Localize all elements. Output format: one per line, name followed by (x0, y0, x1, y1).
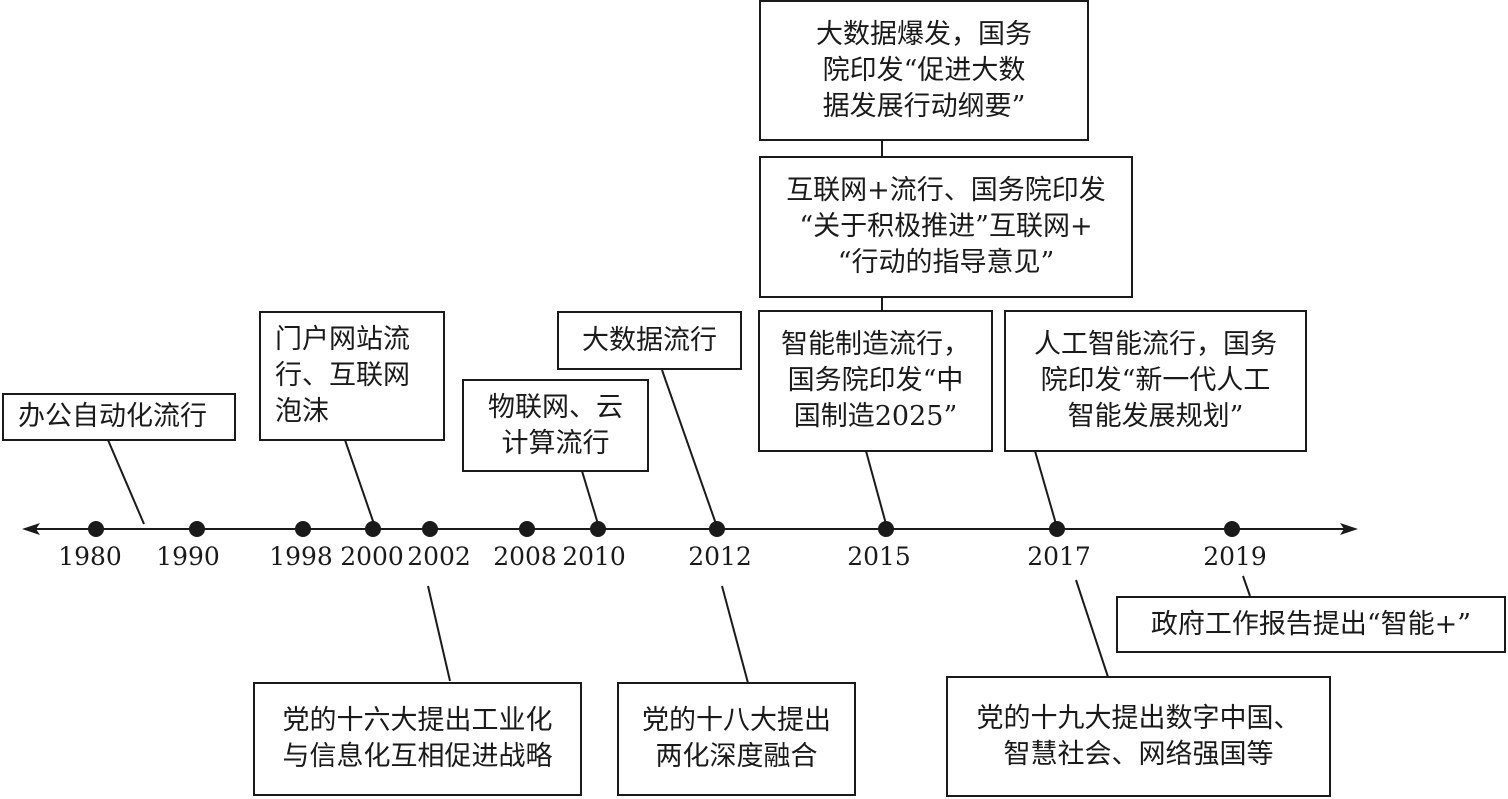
event-text: 计算流行 (501, 427, 610, 459)
event-box-big-data-popular: 大数据流行 (557, 311, 742, 370)
connector-gov-report (1242, 575, 1251, 597)
year-dot-2008 (519, 521, 535, 537)
event-text: 党的十八大提出 (642, 705, 831, 736)
event-text: 大数据爆发，国务 (816, 18, 1032, 50)
event-box-office-automation: 办公自动化流行 (2, 393, 236, 441)
connector-18th-congress (721, 585, 749, 684)
year-dot-2019 (1224, 521, 1240, 537)
event-text: 两化深度融合 (655, 741, 818, 772)
event-text: 国务院印发“中 (787, 365, 964, 396)
axis-left-arrowhead (22, 523, 40, 535)
event-text: 泡沫 (275, 396, 329, 427)
event-text: 国制造2025” (793, 401, 958, 432)
event-box-gov-report: 政府工作报告提出“智能+” (1116, 596, 1506, 653)
event-text: 智慧社会、网络强国等 (1003, 738, 1274, 770)
event-text: 人工智能流行，国务 (1034, 329, 1277, 360)
event-text: 据发展行动纲要” (822, 90, 1026, 122)
year-label-2015: 2015 (847, 542, 911, 571)
year-label-2010: 2010 (562, 542, 626, 571)
event-box-ai-popular: 人工智能流行，国务 院印发“新一代人工 智能发展规划” (1004, 310, 1307, 452)
year-dot-1980 (88, 521, 104, 537)
event-box-internet-plus: 互联网+流行、国务院印发 “关于积极推进”互联网+ “行动的指导意见” (759, 156, 1133, 298)
event-box-smart-manufacturing: 智能制造流行， 国务院印发“中 国制造2025” (758, 310, 993, 452)
year-label-2019: 2019 (1203, 542, 1267, 571)
event-text: “行动的指导意见” (837, 247, 1055, 278)
year-dot-2010 (590, 521, 606, 537)
year-dot-2015 (878, 521, 894, 537)
connector-office-automation (107, 439, 145, 525)
event-text: 门户网站流 (275, 324, 410, 355)
event-text: 院印发“促进大数 (822, 54, 1026, 86)
connector-16th-congress (427, 585, 451, 682)
year-dot-1998 (295, 521, 311, 537)
axis-right-arrowhead (1340, 523, 1358, 535)
year-label-2017: 2017 (1027, 542, 1091, 571)
connector-smart-manufacturing (865, 450, 887, 525)
year-label-2008: 2008 (493, 542, 557, 571)
event-text: 与信息化互相促进战略 (282, 741, 553, 772)
year-label-1998: 1998 (269, 542, 333, 571)
event-text: 物联网、云 (488, 391, 623, 423)
event-text: “关于积极推进”互联网+ (799, 211, 1093, 242)
year-label-2012: 2012 (688, 542, 752, 571)
event-box-portal-sites: 门户网站流 行、互联网 泡沫 (259, 311, 445, 441)
event-text: 互联网+流行、国务院印发 (786, 175, 1106, 206)
event-box-16th-congress: 党的十六大提出工业化 与信息化互相促进战略 (253, 682, 582, 796)
event-box-big-data-outbreak: 大数据爆发，国务 院印发“促进大数 据发展行动纲要” (759, 0, 1089, 141)
connector-big-data-popular (661, 369, 717, 525)
connector-ai-popular (1034, 450, 1057, 525)
year-dot-2000 (365, 521, 381, 537)
connector-portal-sites (344, 439, 375, 525)
event-text: 行、互联网 (275, 360, 410, 391)
event-text: 智能发展规划” (1067, 401, 1244, 432)
year-dot-2012 (709, 521, 725, 537)
event-text: 智能制造流行， (781, 329, 970, 360)
year-label-2000: 2000 (340, 542, 404, 571)
event-text: 大数据流行 (582, 324, 717, 356)
event-box-18th-congress: 党的十八大提出 两化深度融合 (617, 682, 856, 796)
event-box-19th-congress: 党的十九大提出数字中国、 智慧社会、网络强国等 (946, 676, 1331, 797)
event-text: 党的十六大提出工业化 (282, 705, 553, 736)
event-text: 党的十九大提出数字中国、 (976, 702, 1301, 734)
event-box-iot-cloud: 物联网、云 计算流行 (462, 379, 649, 472)
event-text: 办公自动化流行 (18, 401, 207, 432)
year-label-2002: 2002 (407, 542, 471, 571)
event-text: 政府工作报告提出“智能+” (1150, 608, 1472, 640)
connector-iot-cloud (581, 470, 599, 525)
year-label-1990: 1990 (156, 542, 220, 571)
event-text: 院印发“新一代人工 (1040, 365, 1271, 396)
year-dot-2017 (1049, 521, 1065, 537)
year-dot-1990 (189, 521, 205, 537)
connector-19th-congress (1075, 579, 1109, 678)
year-dot-2002 (422, 521, 438, 537)
year-label-1980: 1980 (58, 542, 122, 571)
